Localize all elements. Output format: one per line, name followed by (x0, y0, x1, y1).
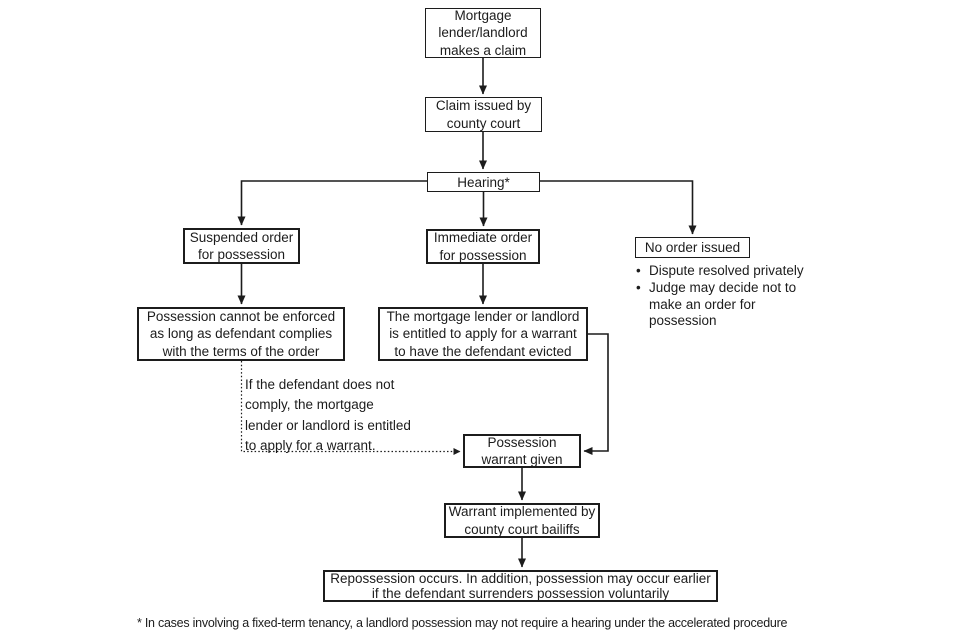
accelerated-procedure-footnote: * In cases involving a fixed-term tenanc… (137, 616, 788, 630)
node-possession-warrant-given: Possession warrant given (463, 434, 581, 468)
arrow-entitled-to-warrantgiven (583, 333, 609, 455)
node-immediate-order-for-possession: Immediate order for possession (426, 229, 540, 264)
list-line: Judge may decide not to make an order fo… (636, 280, 814, 330)
node-repossession-occurs: Repossession occurs. In addition, posses… (323, 570, 718, 602)
node-suspended-order-for-possession: Suspended order for possession (183, 228, 300, 264)
list-line: comply, the mortgage (245, 397, 374, 413)
node-no-order-issued: No order issued (635, 237, 750, 258)
node-hearing: Hearing* (427, 172, 540, 192)
node-claim-issued-by-county-court: Claim issued by county court (425, 97, 542, 132)
node-possession-cannot-be-enforced: Possession cannot be enforced as long as… (137, 307, 345, 361)
list-line: If the defendant does not (245, 377, 395, 392)
node-mortgage-lender-makes-claim: Mortgage lender/landlord makes a claim (425, 8, 541, 58)
list-line: to apply for a warrant. (245, 437, 376, 453)
no-order-bullet-list: Dispute resolved privatelyJudge may deci… (636, 263, 814, 330)
node-entitled-to-apply-for-warrant: The mortgage lender or landlord is entit… (378, 307, 588, 361)
dotted-arrow-enforced-to-warrantgiven (240, 361, 461, 455)
arrow-hearing-to-suspended (237, 180, 427, 226)
node-warrant-implemented-by-bailiffs: Warrant implemented by county court bail… (444, 503, 600, 538)
arrow-hearing-to-noorder (540, 180, 697, 235)
list-line: lender or landlord is entitled (245, 417, 411, 433)
defendant-not-comply-annotation: If the defendant does not comply, the mor… (245, 375, 445, 456)
list-line: Dispute resolved privately (636, 263, 814, 280)
